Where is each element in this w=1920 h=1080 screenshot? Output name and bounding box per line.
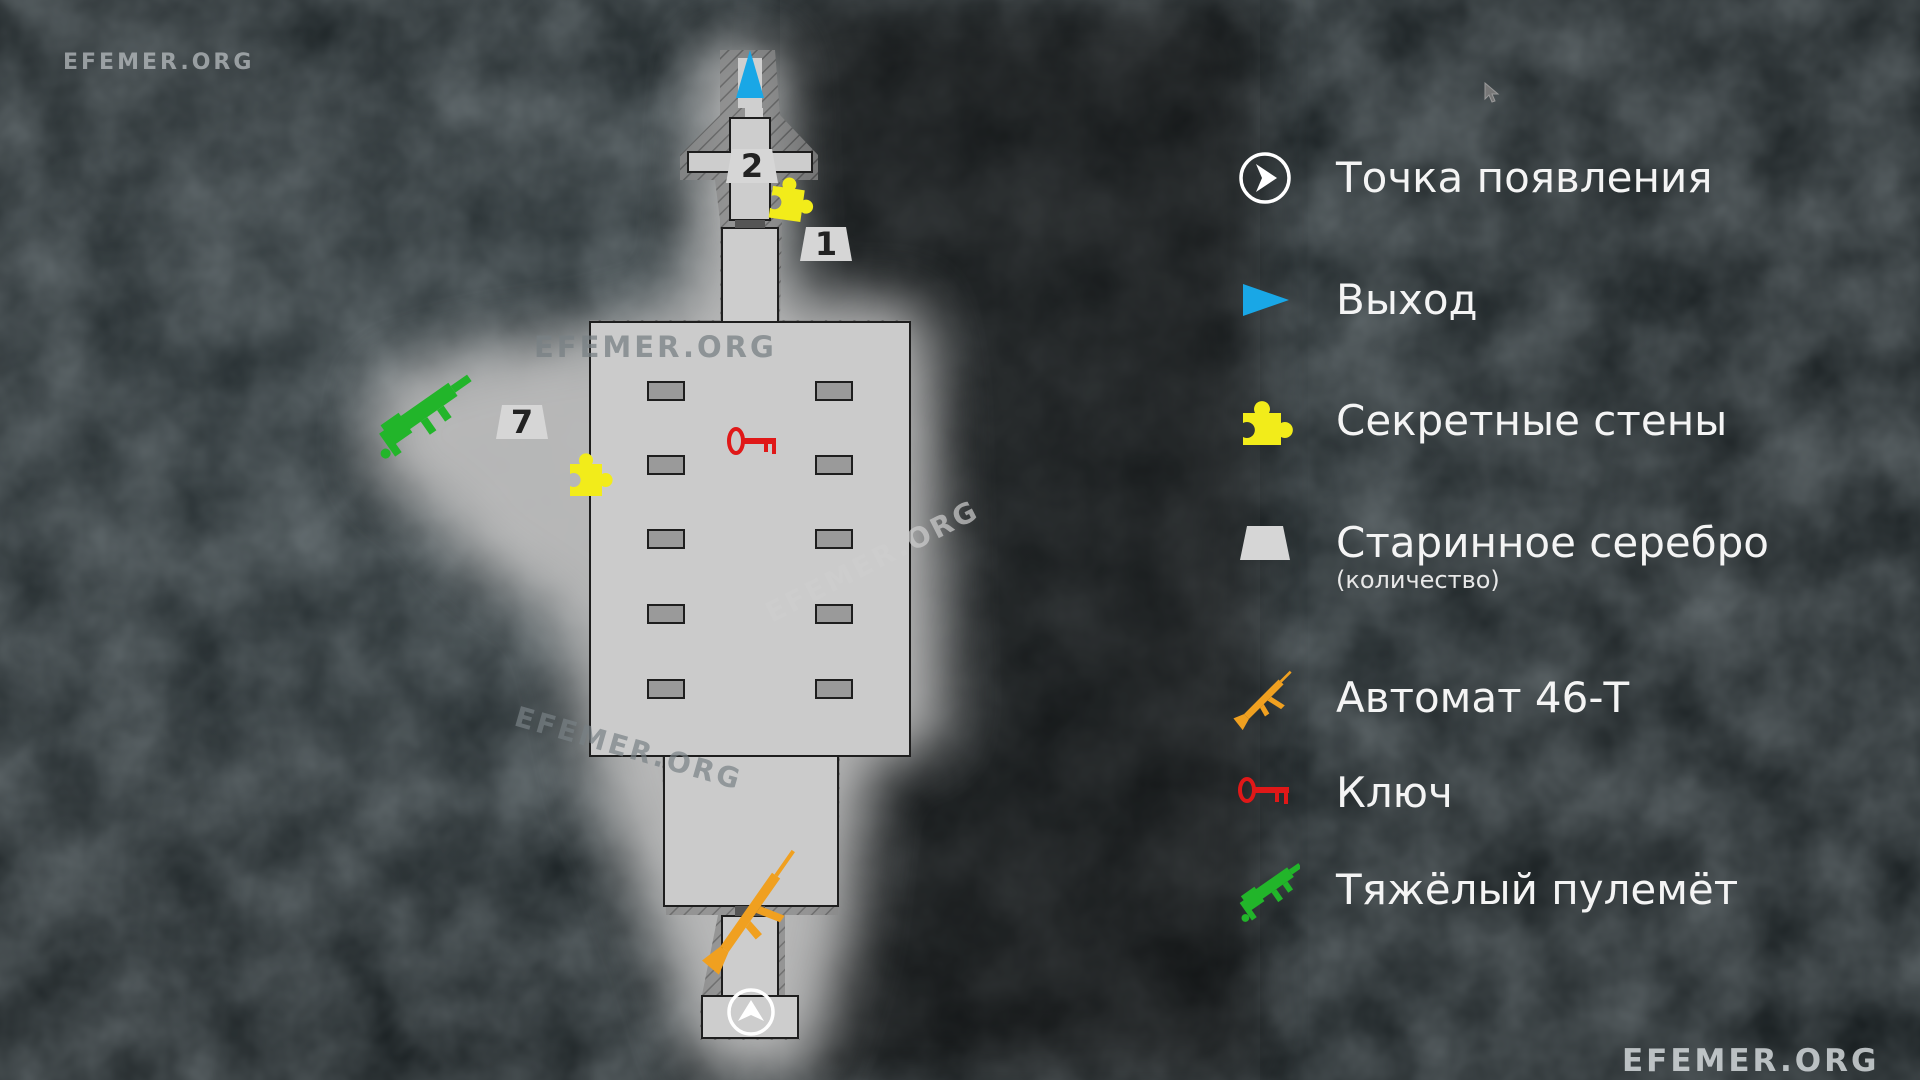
legend-item-spawn: Точка появления	[1230, 143, 1713, 213]
pillars	[647, 381, 853, 699]
watermark: EFEMER.ORG	[63, 50, 255, 75]
watermark: EFEMER.ORG	[534, 330, 777, 364]
silver-count-badge: 2	[724, 146, 780, 186]
spawn-marker	[727, 988, 775, 1036]
legend-label: Точка появления	[1336, 153, 1713, 202]
silver-bar-icon	[1230, 508, 1300, 578]
legend-label: Секретные стены	[1336, 396, 1728, 445]
legend-item-key: Ключ	[1230, 758, 1453, 828]
spawn-point-icon	[1230, 143, 1300, 213]
silver-count-badge: 7	[494, 402, 550, 442]
legend-item-exit: Выход	[1230, 265, 1478, 335]
key-marker	[727, 427, 776, 455]
legend-item-silver: Старинное серебро (количество)	[1230, 508, 1769, 594]
puzzle-piece-icon	[1230, 386, 1300, 456]
heavy-mg-marker	[379, 374, 472, 459]
key-icon	[1230, 758, 1300, 828]
watermark: EFEMER.ORG	[1622, 1043, 1880, 1079]
legend-sublabel: (количество)	[1336, 566, 1500, 594]
silver-count: 2	[740, 147, 764, 185]
secret-wall-marker	[768, 177, 814, 223]
mouse-cursor-icon	[1484, 82, 1500, 103]
legend-label: Старинное серебро	[1336, 518, 1769, 567]
legend-label: Выход	[1336, 275, 1478, 324]
exit-arrow-icon	[1230, 265, 1300, 335]
legend-item-heavy-mg: Тяжёлый пулемёт	[1230, 855, 1738, 925]
exit-marker	[736, 50, 764, 98]
silver-count: 7	[510, 403, 534, 441]
legend-item-secret-walls: Секретные стены	[1230, 386, 1727, 456]
secret-wall-marker	[570, 453, 613, 496]
assault-rifle-icon	[1230, 663, 1300, 733]
rifle-marker	[702, 849, 795, 975]
legend-label: Ключ	[1336, 768, 1453, 817]
silver-count: 1	[814, 225, 838, 263]
heavy-machine-gun-icon	[1230, 855, 1300, 925]
map-legend: Точка появления Выход Секретные стены	[1230, 0, 1890, 1080]
legend-item-rifle: Автомат 46-T	[1230, 663, 1629, 733]
silver-count-badge: 1	[798, 224, 854, 264]
legend-label: Автомат 46-T	[1336, 673, 1630, 722]
legend-label: Тяжёлый пулемёт	[1336, 865, 1739, 914]
